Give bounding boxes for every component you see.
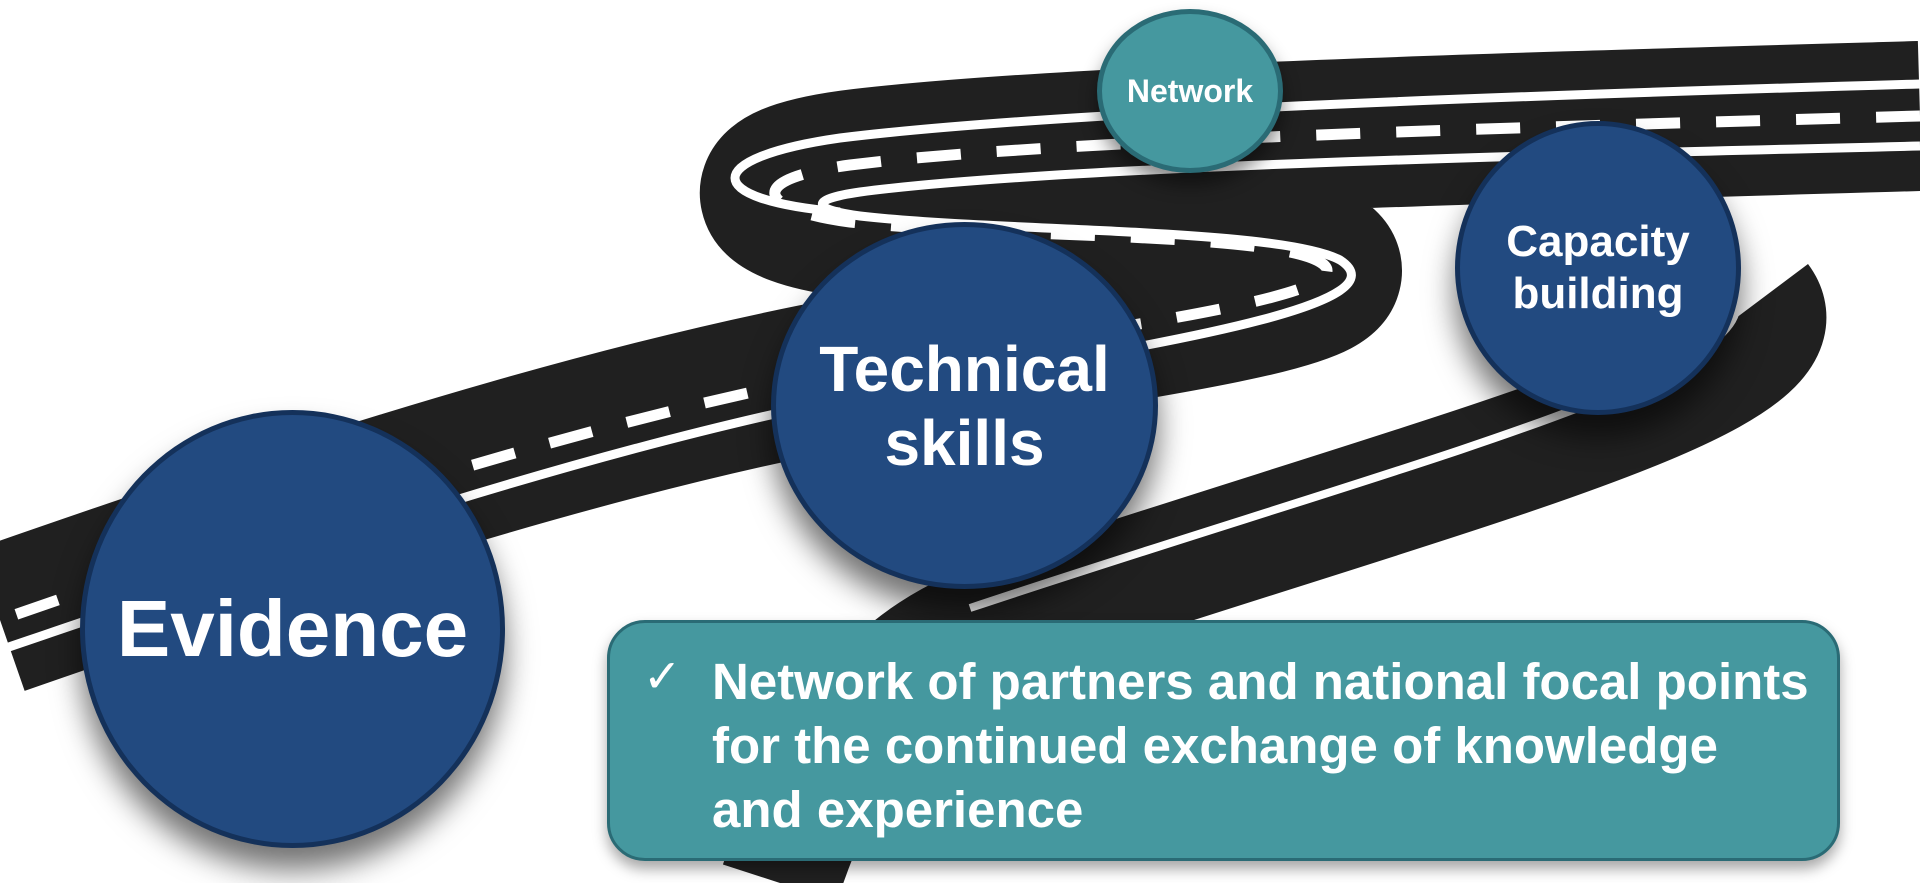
- milestone-technical-skills: Technical skills: [771, 222, 1158, 589]
- milestone-technical-label-line2: skills: [884, 406, 1045, 479]
- checkmark-icon: ✓: [643, 649, 682, 703]
- milestone-network-label: Network: [1126, 72, 1254, 109]
- milestone-evidence-label: Evidence: [116, 584, 469, 673]
- milestone-evidence: Evidence: [80, 410, 505, 848]
- road-edge-line-outer: [0, 141, 1920, 655]
- milestone-capacity-building: Capacity building: [1455, 121, 1741, 415]
- callout-box: ✓ Network of partners and national focal…: [607, 620, 1840, 861]
- milestone-network: Network: [1097, 9, 1283, 173]
- road-edge-line-inner: [730, 79, 1920, 217]
- milestone-capacity-label-line2: building: [1512, 269, 1684, 318]
- callout-text: Network of partners and national focal p…: [712, 653, 1809, 838]
- milestone-technical-label-line1: Technical: [819, 332, 1110, 405]
- milestone-capacity-label-line1: Capacity: [1506, 217, 1690, 266]
